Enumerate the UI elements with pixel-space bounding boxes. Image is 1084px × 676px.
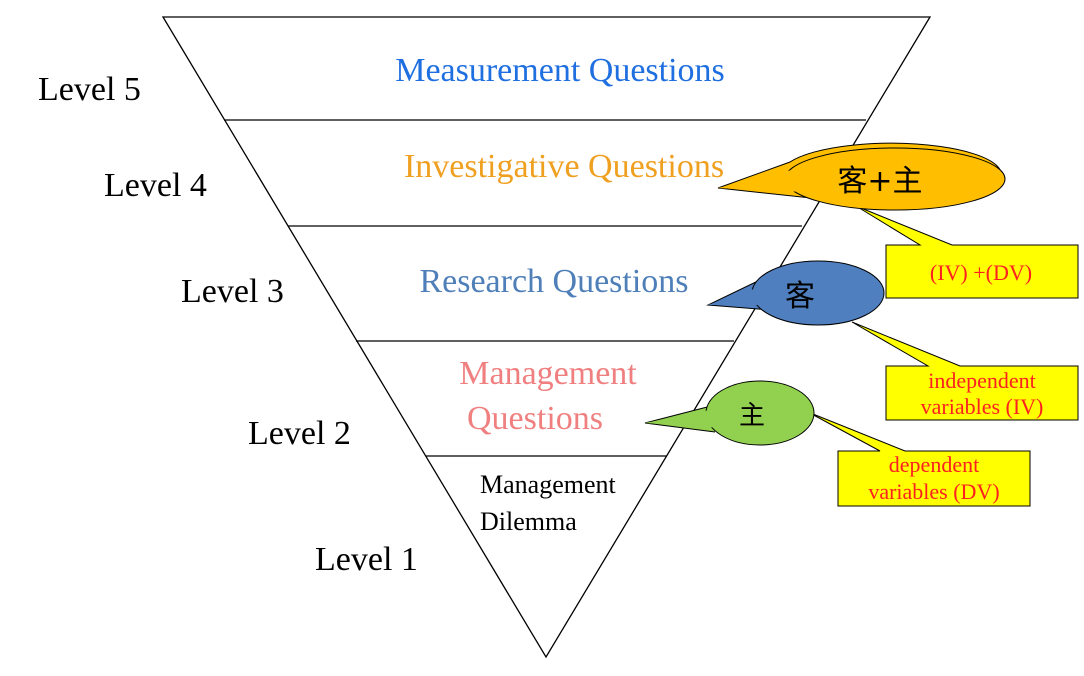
note-dependent-line1: dependent (889, 452, 979, 477)
research-questions-title: Research Questions (419, 263, 688, 300)
level-1-label: Level 1 (315, 541, 418, 578)
bubble-subjective-text: 主 (739, 401, 765, 431)
note-dependent: dependent variables (DV) (807, 411, 1031, 507)
note-independent: independent variables (IV) (851, 321, 1079, 421)
bubble-combined-text: 客+主 (837, 164, 922, 199)
management-questions-title-line1: Management (459, 355, 637, 392)
bubble-combined: 客+主 (717, 142, 1006, 211)
level-3-label: Level 3 (181, 273, 284, 310)
level-2-label: Level 2 (248, 415, 351, 452)
note-dependent-line2: variables (DV) (868, 479, 999, 504)
level-4-label: Level 4 (104, 167, 207, 204)
note-iv-dv-text: (IV) +(DV) (930, 260, 1032, 285)
management-questions-title-line2: Questions (467, 400, 603, 437)
investigative-questions-title: Investigative Questions (404, 148, 724, 185)
measurement-questions-title: Measurement Questions (395, 52, 725, 89)
bubble-objective: 客 (706, 260, 885, 326)
note-independent-line1: independent (928, 368, 1036, 393)
bubble-objective-text: 客 (785, 279, 815, 314)
note-independent-line2: variables (IV) (921, 394, 1044, 419)
bubble-subjective: 主 (644, 380, 815, 446)
level-5-label: Level 5 (38, 71, 141, 108)
hierarchy-triangle (161, 16, 932, 659)
management-dilemma-line2: Dilemma (480, 507, 577, 536)
management-dilemma-line1: Management (480, 470, 617, 499)
note-iv-dv: (IV) +(DV) (855, 205, 1079, 299)
